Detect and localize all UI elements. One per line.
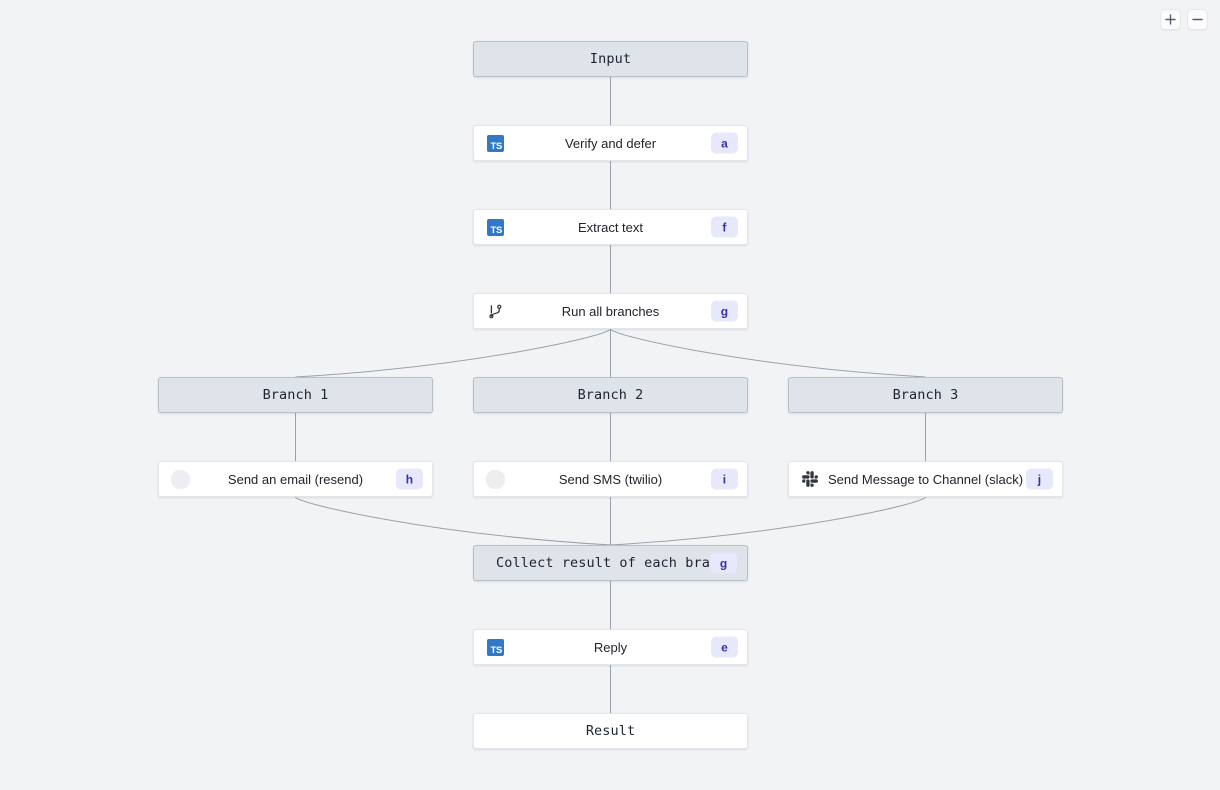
git-branch-icon bbox=[488, 304, 501, 318]
node-label-collect: Collect result of each branch bbox=[496, 555, 735, 571]
node-icon-sms bbox=[485, 469, 505, 489]
node-badge-reply[interactable]: e bbox=[711, 636, 738, 658]
typescript-icon: TS bbox=[486, 218, 504, 236]
node-result[interactable]: Result bbox=[473, 713, 748, 749]
node-verify[interactable]: TS Verify and defer a bbox=[473, 125, 748, 161]
node-label-runall: Run all branches bbox=[561, 303, 660, 319]
node-badge-email[interactable]: h bbox=[396, 468, 423, 490]
node-badge-slack[interactable]: j bbox=[1026, 468, 1053, 490]
node-label-input: Input bbox=[589, 51, 632, 67]
node-branch1[interactable]: Branch 1 bbox=[158, 377, 433, 413]
edge-runall-to-branch3 bbox=[610, 328, 926, 378]
node-badge-extract[interactable]: f bbox=[711, 216, 738, 238]
node-label-slack: Send Message to Channel (slack) bbox=[827, 471, 1024, 487]
node-branch3[interactable]: Branch 3 bbox=[788, 377, 1063, 413]
node-icon-reply: TS bbox=[485, 637, 505, 657]
node-icon-runall bbox=[485, 301, 505, 321]
zoom-controls bbox=[1160, 9, 1208, 30]
node-label-sms: Send SMS (twilio) bbox=[558, 471, 663, 487]
edge-slack-to-collect bbox=[610, 496, 926, 546]
zoom-out-button[interactable] bbox=[1187, 9, 1208, 30]
plus-icon bbox=[1165, 14, 1176, 25]
edge-runall-to-branch1 bbox=[295, 328, 611, 378]
node-badge-collect[interactable]: g bbox=[710, 552, 737, 574]
node-badge-verify[interactable]: a bbox=[711, 132, 738, 154]
minus-icon bbox=[1192, 18, 1203, 21]
node-icon-extract: TS bbox=[485, 217, 505, 237]
node-badge-sms[interactable]: i bbox=[711, 468, 738, 490]
node-label-verify: Verify and defer bbox=[564, 135, 657, 151]
placeholder-app-icon bbox=[170, 469, 190, 489]
slack-icon bbox=[802, 471, 818, 487]
node-icon-slack bbox=[800, 469, 820, 489]
node-reply[interactable]: TS Reply e bbox=[473, 629, 748, 665]
node-label-result: Result bbox=[585, 723, 636, 739]
node-runall[interactable]: Run all branches g bbox=[473, 293, 748, 329]
typescript-icon: TS bbox=[486, 134, 504, 152]
node-icon-verify: TS bbox=[485, 133, 505, 153]
edge-email-to-collect bbox=[295, 496, 611, 546]
node-label-reply: Reply bbox=[593, 639, 628, 655]
node-badge-runall[interactable]: g bbox=[711, 300, 738, 322]
node-branch2[interactable]: Branch 2 bbox=[473, 377, 748, 413]
node-extract[interactable]: TS Extract text f bbox=[473, 209, 748, 245]
node-label-email: Send an email (resend) bbox=[227, 471, 364, 487]
node-icon-email bbox=[170, 469, 190, 489]
typescript-icon: TS bbox=[486, 638, 504, 656]
placeholder-app-icon bbox=[485, 469, 505, 489]
node-input[interactable]: Input bbox=[473, 41, 748, 77]
node-label-branch3: Branch 3 bbox=[892, 387, 959, 403]
node-label-branch1: Branch 1 bbox=[262, 387, 329, 403]
node-label-extract: Extract text bbox=[577, 219, 644, 235]
node-label-branch2: Branch 2 bbox=[577, 387, 644, 403]
node-sms[interactable]: Send SMS (twilio) i bbox=[473, 461, 748, 497]
zoom-in-button[interactable] bbox=[1160, 9, 1181, 30]
node-slack[interactable]: Send Message to Channel (slack)j bbox=[788, 461, 1063, 497]
node-email[interactable]: Send an email (resend) h bbox=[158, 461, 433, 497]
